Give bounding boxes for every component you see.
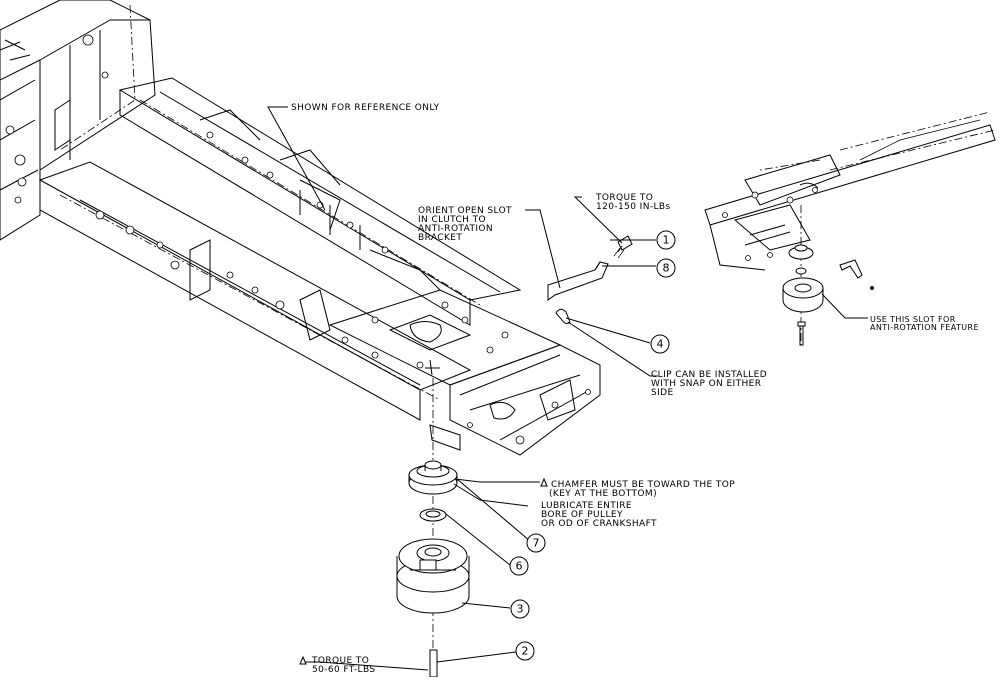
bolt-part-1 — [613, 235, 633, 259]
clip-part-4 — [555, 308, 571, 325]
callout-6: 6 — [509, 556, 529, 576]
note-clip: CLIP CAN BE INSTALLED WITH SNAP ON EITHE… — [651, 370, 767, 398]
callout-2: 2 — [515, 641, 535, 661]
callout-2-number: 2 — [522, 645, 529, 658]
note-torque-ft-line-2: 50-60 FT-LBS — [312, 665, 376, 675]
note-torque-in-line-1: TORQUE TO — [595, 193, 653, 203]
note-use-slot-line-1: USE THIS SLOT FOR — [870, 315, 956, 324]
spacer-washer-part-6 — [419, 508, 447, 522]
note-orient-open-slot: ORIENT OPEN SLOT IN CLUTCH TO ANTI-ROTAT… — [418, 206, 512, 243]
callout-7: 7 — [526, 533, 546, 553]
note-use-slot: USE THIS SLOT FOR ANTI-ROTATION FEATURE — [870, 315, 979, 332]
note-clip-line-1: CLIP CAN BE INSTALLED — [651, 370, 767, 380]
note-torque-ft-line-1: TORQUE TO — [311, 656, 369, 666]
note-orient-line-1: ORIENT OPEN SLOT — [418, 206, 512, 216]
tractor-frame-drawing — [0, 0, 601, 460]
note-torque-in-lbs: TORQUE TO 120-150 IN-LBs — [595, 193, 671, 212]
note-lubricate-line-1: LUBRICATE ENTIRE — [541, 501, 632, 511]
callout-3: 3 — [510, 599, 530, 619]
callout-7-number: 7 — [533, 537, 540, 550]
note-chamfer: CHAMFER MUST BE TOWARD THE TOP (KEY AT T… — [540, 477, 735, 499]
note-torque-ft-lbs: TORQUE TO 50-60 FT-LBS — [299, 655, 376, 675]
note-lubricate: LUBRICATE ENTIRE BORE OF PULLEY OR OD OF… — [541, 501, 657, 529]
note-use-slot-line-2: ANTI-ROTATION FEATURE — [870, 323, 979, 332]
callout-4-number: 4 — [657, 338, 664, 351]
callout-8-number: 8 — [663, 262, 670, 275]
callout-1: 1 — [656, 230, 676, 250]
inset-detail-drawing — [704, 111, 996, 346]
note-orient-line-2: IN CLUTCH TO — [418, 215, 486, 225]
note-torque-in-line-2: 120-150 IN-LBs — [596, 202, 671, 212]
note-shown-for-reference: SHOWN FOR REFERENCE ONLY — [291, 103, 440, 113]
note-lubricate-line-3: OR OD OF CRANKSHAFT — [541, 519, 657, 529]
callout-3-number: 3 — [517, 603, 524, 616]
note-chamfer-line-1: CHAMFER MUST BE TOWARD THE TOP — [551, 480, 735, 490]
note-clip-line-2: WITH SNAP ON EITHER — [651, 379, 761, 389]
pto-clutch-part-3 — [396, 538, 470, 614]
delta-symbol-icon — [540, 477, 548, 487]
note-orient-line-3: ANTI-ROTATION — [418, 224, 493, 234]
note-lubricate-line-2: BORE OF PULLEY — [541, 510, 623, 520]
note-clip-line-3: SIDE — [651, 388, 674, 398]
bracket-part — [547, 261, 609, 301]
note-orient-line-4: BRACKET — [418, 233, 462, 243]
bolt-part-2 — [429, 649, 438, 678]
callout-8: 8 — [656, 258, 676, 278]
callout-1-number: 1 — [663, 234, 670, 247]
callout-4: 4 — [650, 334, 670, 354]
pulley-part-7 — [408, 460, 458, 495]
leader-lines — [267, 106, 658, 671]
note-chamfer-line-2: (KEY AT THE BOTTOM) — [549, 489, 657, 499]
callout-6-number: 6 — [516, 560, 523, 573]
delta-symbol-icon — [299, 655, 307, 665]
